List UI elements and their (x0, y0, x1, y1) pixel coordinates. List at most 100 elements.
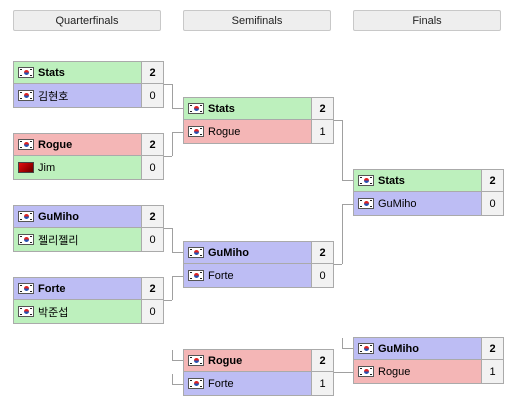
player-name-area: Rogue (184, 120, 311, 143)
korea-flag-icon (358, 343, 374, 354)
player-name: 김현호 (38, 90, 69, 103)
connector-line (172, 132, 173, 156)
player-score: 0 (141, 300, 163, 323)
player-name: Stats (208, 102, 235, 115)
player-name-area: Jim (14, 156, 141, 179)
player-score: 1 (311, 120, 333, 143)
player-score: 0 (311, 264, 333, 287)
player-slot[interactable]: Rogue 2 (13, 133, 164, 156)
player-name-area: 김현호 (14, 84, 141, 107)
player-name-area: Stats (184, 98, 311, 119)
connector-line (342, 120, 343, 180)
korea-flag-icon (188, 126, 204, 137)
player-name: GuMiho (378, 197, 417, 210)
connector-line (342, 204, 343, 264)
connector-line (334, 264, 342, 265)
player-score: 0 (481, 192, 503, 215)
player-slot[interactable]: Rogue 1 (353, 360, 504, 384)
connector-line (172, 350, 173, 360)
player-name-area: GuMiho (184, 242, 311, 263)
korea-flag-icon (18, 234, 34, 245)
player-name: Forte (38, 282, 66, 295)
player-score: 2 (481, 170, 503, 191)
player-name-area: Forte (184, 264, 311, 287)
player-name: Jim (38, 161, 56, 174)
player-name-area: 박준섭 (14, 300, 141, 323)
player-slot[interactable]: Rogue 1 (183, 120, 334, 144)
player-score: 2 (141, 62, 163, 83)
player-slot[interactable]: Stats 2 (183, 97, 334, 120)
connector-line (164, 156, 172, 157)
korea-flag-icon (358, 175, 374, 186)
connector-line (172, 276, 173, 300)
player-name: 박준섭 (38, 306, 69, 319)
connector-line (164, 228, 172, 229)
player-slot[interactable]: Stats 2 (353, 169, 504, 192)
player-slot[interactable]: Stats 2 (13, 61, 164, 84)
player-score: 2 (311, 350, 333, 371)
player-name: Stats (378, 174, 405, 187)
korea-flag-icon (188, 270, 204, 281)
player-name: GuMiho (38, 210, 79, 223)
player-score: 2 (311, 98, 333, 119)
korea-flag-icon (188, 103, 204, 114)
header-semifinals: Semifinals (183, 10, 331, 31)
korea-flag-icon (188, 378, 204, 389)
player-name: Rogue (378, 365, 411, 378)
player-slot[interactable]: GuMiho 0 (353, 192, 504, 216)
player-name-area: Forte (14, 278, 141, 299)
player-name-area: GuMiho (354, 338, 481, 359)
player-slot[interactable]: Jim 0 (13, 156, 164, 180)
player-slot[interactable]: GuMiho 2 (353, 337, 504, 360)
player-score: 1 (481, 360, 503, 383)
player-score: 2 (311, 242, 333, 263)
player-name: Rogue (38, 138, 73, 151)
player-score: 0 (141, 156, 163, 179)
connector-line (172, 360, 183, 361)
connector-line (164, 300, 172, 301)
korea-flag-icon (358, 198, 374, 209)
korea-flag-icon (358, 366, 374, 377)
connector-line (172, 384, 183, 385)
red-flag-icon (18, 162, 34, 173)
header-finals: Finals (353, 10, 501, 31)
player-name: Stats (38, 66, 65, 79)
player-name: Rogue (208, 125, 241, 138)
korea-flag-icon (188, 355, 204, 366)
player-score: 1 (311, 372, 333, 395)
connector-line (342, 180, 353, 181)
player-name-area: GuMiho (14, 206, 141, 227)
connector-line (342, 338, 343, 348)
player-name-area: Forte (184, 372, 311, 395)
connector-line (172, 252, 183, 253)
player-slot[interactable]: 박준섭 0 (13, 300, 164, 324)
player-score: 2 (481, 338, 503, 359)
player-name-area: Rogue (14, 134, 141, 155)
player-name: GuMiho (378, 342, 419, 355)
korea-flag-icon (18, 67, 34, 78)
connector-line (172, 228, 173, 252)
player-score: 2 (141, 134, 163, 155)
player-name-area: Stats (354, 170, 481, 191)
player-name-area: Rogue (184, 350, 311, 371)
player-name: 젤리젤리 (38, 234, 79, 247)
connector-line (164, 84, 172, 85)
player-name-area: Stats (14, 62, 141, 83)
connector-line (342, 348, 353, 349)
